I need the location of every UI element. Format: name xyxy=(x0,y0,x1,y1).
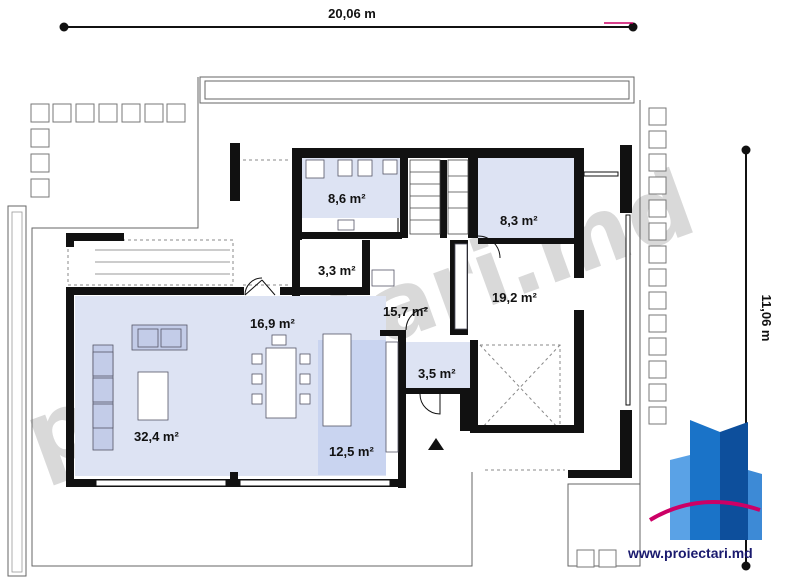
stairs xyxy=(409,159,469,235)
furniture xyxy=(92,159,468,453)
brand-website: www.proiectari.md xyxy=(627,545,753,561)
room-label-corridor: 15,7 m² xyxy=(383,304,428,319)
doors xyxy=(244,218,501,415)
room-label-living: 32,4 m² xyxy=(134,429,179,444)
brand-logo: www.proiectari.md xyxy=(627,420,762,561)
room-labels: 32,4 m² 16,9 m² 12,5 m² 8,6 m² 3,3 m² 15… xyxy=(134,191,538,459)
room-label-bathroom: 8,6 m² xyxy=(328,191,366,206)
width-label: 20,06 m xyxy=(328,6,376,21)
room-label-storage: 3,3 m² xyxy=(318,263,356,278)
windows xyxy=(95,171,631,487)
room-label-room-a: 8,3 m² xyxy=(500,213,538,228)
room-label-garage: 19,2 m² xyxy=(492,290,537,305)
terrace-outline xyxy=(31,76,641,567)
room-label-kitchen: 12,5 m² xyxy=(329,444,374,459)
entrance-arrow xyxy=(428,438,444,450)
paving-tiles-bottom xyxy=(576,549,617,568)
room-label-hall: 16,9 m² xyxy=(250,316,295,331)
room-label-entrance: 3,5 m² xyxy=(418,366,456,381)
width-dimension: 20,06 m xyxy=(59,6,638,32)
left-planter xyxy=(7,205,27,577)
paving-tiles xyxy=(30,103,186,198)
paving-tiles-right xyxy=(648,107,667,425)
walls xyxy=(66,143,632,488)
depth-label: 11,06 m xyxy=(759,295,774,342)
patio-steps xyxy=(95,249,230,275)
